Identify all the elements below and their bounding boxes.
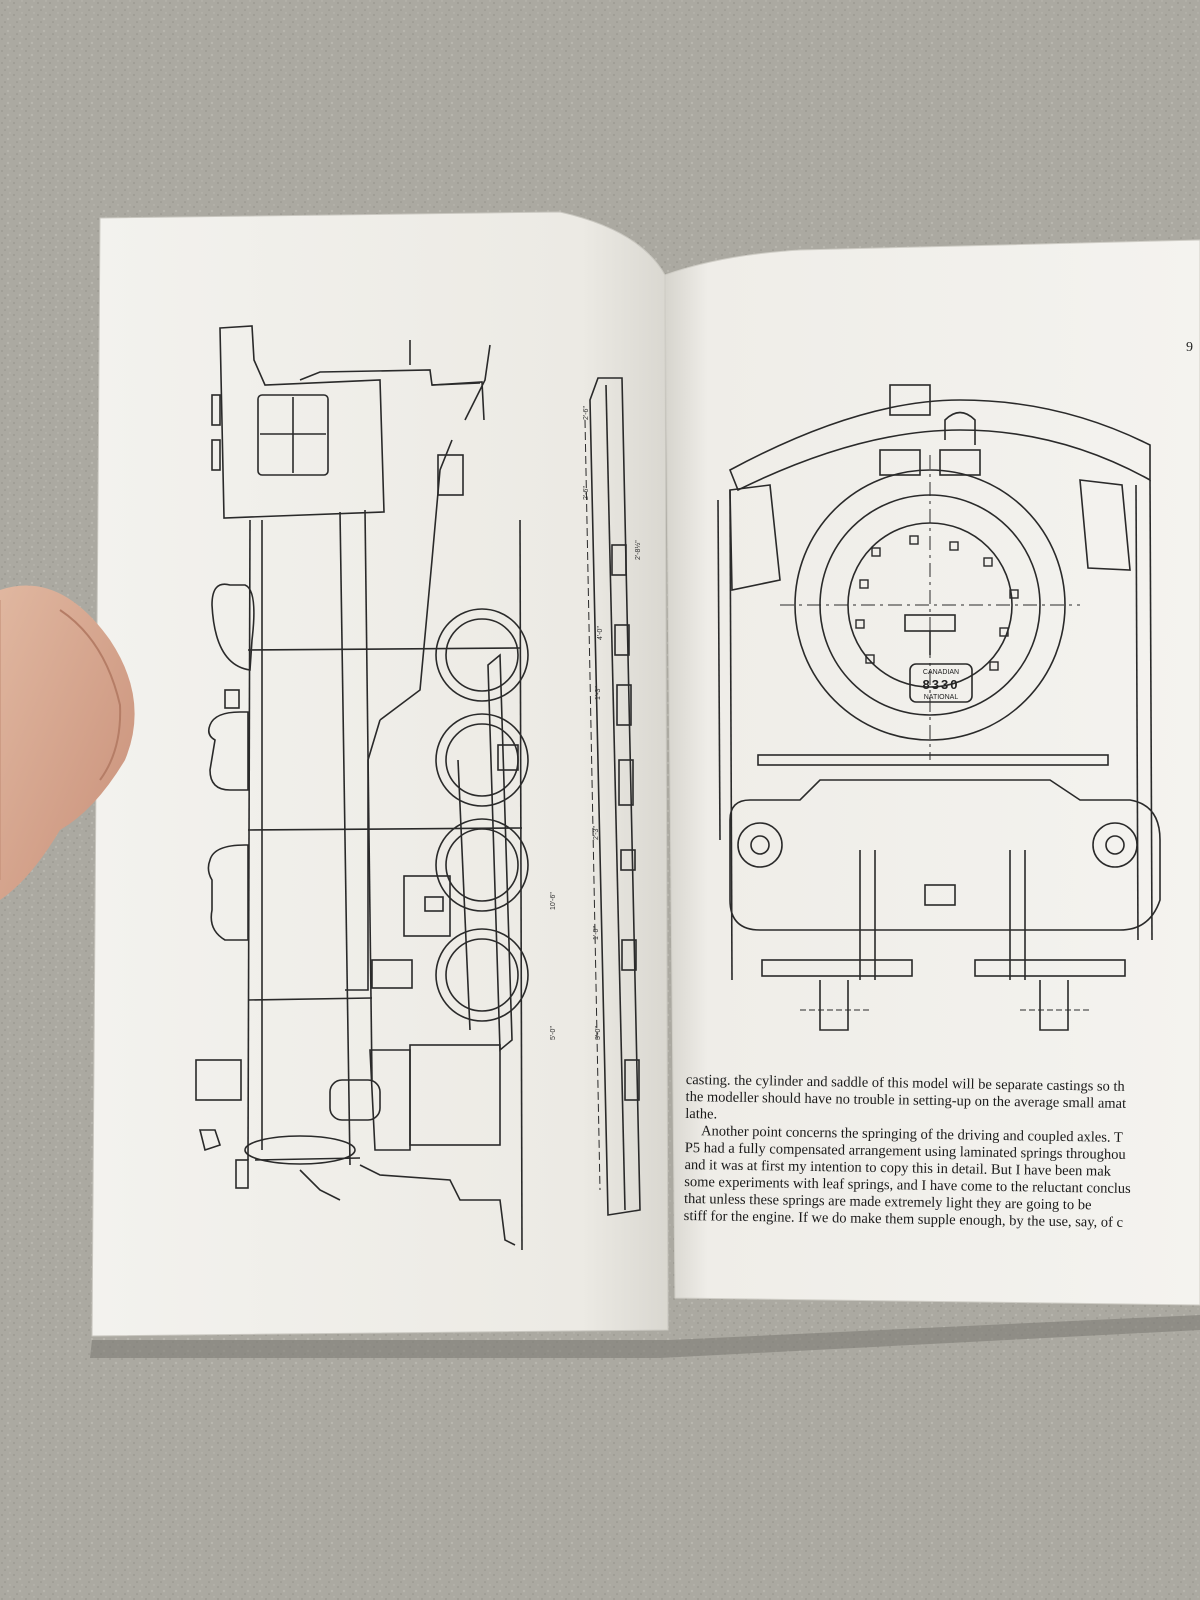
- dim-label-1: 2'-6": [583, 486, 590, 500]
- driving-wheels: [435, 608, 529, 1022]
- dim-label-4: 1'-3": [595, 686, 602, 700]
- plate-top-text: CANADIAN: [923, 669, 959, 676]
- dim-label-2: 2'-8½": [634, 540, 642, 560]
- number-plate-text: CANADIAN 8330 NATIONAL: [923, 669, 960, 701]
- dim-label-8: 10'-6": [550, 892, 557, 910]
- cab-window: [257, 394, 329, 476]
- dim-label-5: 2'-3": [593, 826, 600, 840]
- dim-label-7: 3'-0": [595, 1026, 602, 1040]
- number-plate: [909, 663, 973, 703]
- thumb: [0, 585, 135, 900]
- plate-number-text: 8330: [923, 677, 960, 692]
- dim-label-9: 5'-0": [550, 1026, 557, 1040]
- dimension-labels: 2'-6" 2'-6" 2'-8½" 4'-0" 1'-3" 2'-3" 1'-…: [550, 406, 642, 1040]
- stack-outline: [195, 1059, 242, 1101]
- front-elevation-drawing: [717, 384, 1161, 1031]
- body-text: casting. the cylinder and saddle of this…: [683, 1072, 1200, 1290]
- dim-label-6: 1'-0": [593, 926, 600, 940]
- cab-outline: [219, 325, 385, 519]
- side-elevation-drawing: [195, 325, 641, 1251]
- book-shadow: [90, 1315, 1200, 1358]
- dim-label-3: 4'-0": [597, 626, 604, 640]
- page-number: 9: [1186, 340, 1193, 355]
- dim-label-0: 2'-6": [583, 406, 590, 420]
- frame-plan: [589, 377, 641, 1216]
- plate-bottom-text: NATIONAL: [924, 694, 959, 701]
- right-page: [664, 239, 1200, 1306]
- smokebox-outline: [794, 469, 1066, 741]
